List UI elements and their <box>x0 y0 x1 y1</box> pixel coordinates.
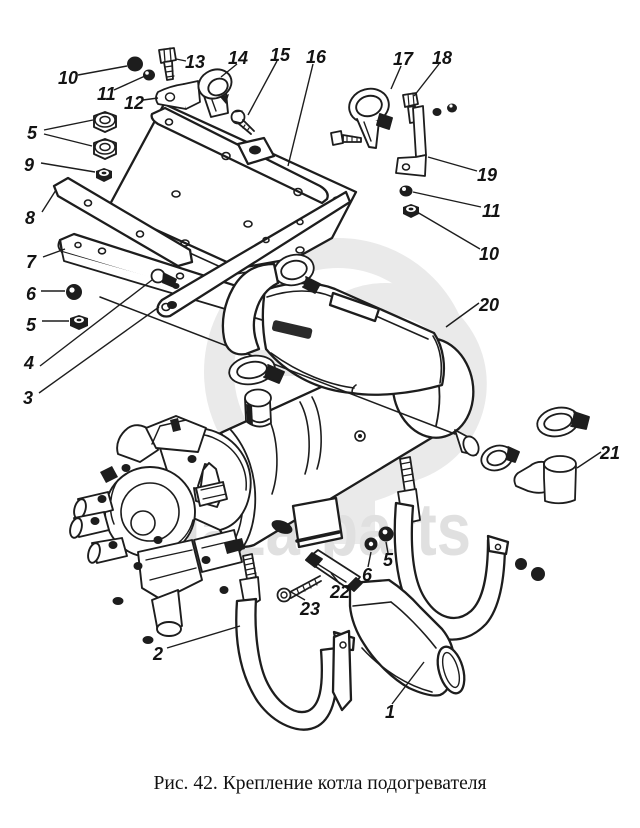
svg-text:17: 17 <box>393 49 414 69</box>
svg-text:1: 1 <box>385 702 395 722</box>
svg-text:7: 7 <box>26 252 37 272</box>
svg-text:18: 18 <box>432 48 452 68</box>
svg-text:10: 10 <box>479 244 499 264</box>
svg-text:22: 22 <box>329 582 350 602</box>
svg-text:19: 19 <box>477 165 497 185</box>
svg-text:5: 5 <box>383 550 394 570</box>
svg-text:6: 6 <box>362 565 373 585</box>
svg-text:Рис. 42. Крепление котла подог: Рис. 42. Крепление котла подогревателя <box>153 773 486 794</box>
svg-text:3: 3 <box>23 388 33 408</box>
svg-text:14: 14 <box>228 48 248 68</box>
svg-text:2: 2 <box>152 644 163 664</box>
svg-text:21: 21 <box>599 443 620 463</box>
svg-text:23: 23 <box>299 599 320 619</box>
svg-text:8: 8 <box>25 208 35 228</box>
svg-text:4: 4 <box>23 353 34 373</box>
svg-text:10: 10 <box>58 68 78 88</box>
svg-text:15: 15 <box>270 45 291 65</box>
svg-text:12: 12 <box>124 93 144 113</box>
svg-text:13: 13 <box>185 52 205 72</box>
svg-text:5: 5 <box>27 123 38 143</box>
svg-text:11: 11 <box>97 84 116 104</box>
svg-text:11: 11 <box>482 201 501 221</box>
svg-text:16: 16 <box>306 47 327 67</box>
svg-text:9: 9 <box>24 155 34 175</box>
svg-text:6: 6 <box>26 284 37 304</box>
svg-text:5: 5 <box>26 315 37 335</box>
svg-text:20: 20 <box>478 295 499 315</box>
